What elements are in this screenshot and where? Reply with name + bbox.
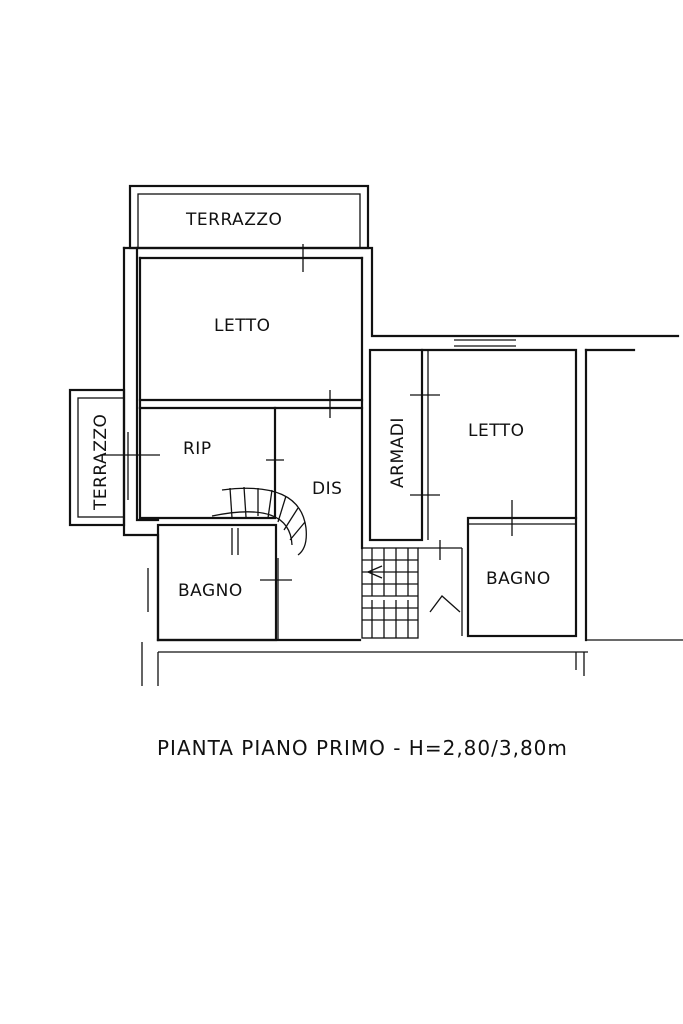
room-label-letto-top: LETTO	[214, 316, 271, 336]
room-label-armadi: ARMADI	[388, 417, 408, 488]
armadi-room	[368, 348, 440, 542]
rip-room	[100, 406, 284, 520]
dis-corridor	[277, 244, 331, 640]
letto-right-room	[420, 339, 636, 642]
room-label-letto-right: LETTO	[468, 421, 525, 441]
bagno-right-room	[461, 500, 683, 676]
straight-stair	[361, 540, 462, 639]
spiral-stair	[211, 486, 307, 556]
room-label-terrazzo-left: TERRAZZO	[91, 414, 111, 511]
room-label-bagno-right: BAGNO	[486, 569, 551, 589]
room-label-dis: DIS	[312, 479, 342, 499]
plan-caption: PIANTA PIANO PRIMO - H=2,80/3,80m	[157, 736, 568, 760]
room-label-bagno-left: BAGNO	[178, 581, 243, 601]
room-label-terrazzo-top: TERRAZZO	[185, 210, 282, 230]
bagno-left-room	[147, 523, 292, 642]
room-label-rip: RIP	[183, 439, 212, 459]
terrace-left	[68, 388, 126, 527]
outer-walls	[122, 246, 680, 686]
